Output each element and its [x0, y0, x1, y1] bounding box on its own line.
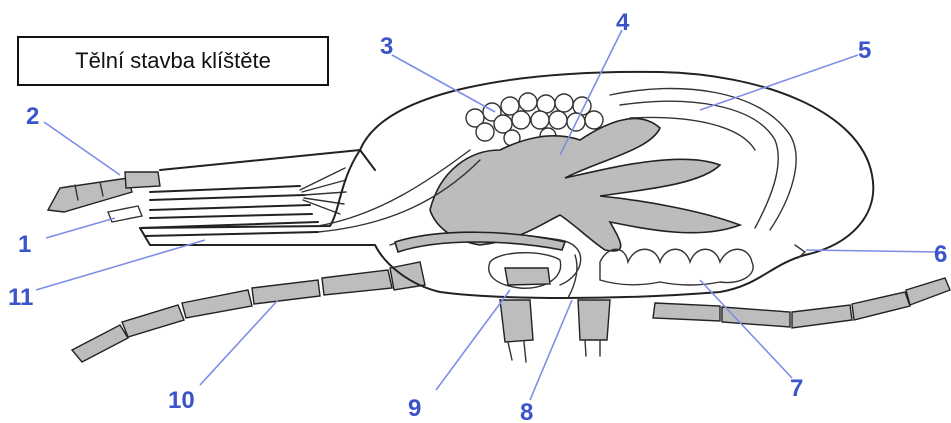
label-1: 1	[18, 231, 31, 258]
ovary	[600, 249, 753, 285]
midgut	[430, 119, 740, 251]
label-10: 10	[168, 387, 195, 414]
label-2: 2	[26, 103, 39, 130]
label-3: 3	[380, 33, 393, 60]
diagram-title: Tělní stavba klíštěte	[17, 36, 329, 86]
label-5: 5	[858, 37, 871, 64]
label-9: 9	[408, 395, 421, 422]
label-4: 4	[616, 9, 630, 36]
label-6: 6	[934, 241, 947, 268]
label-7: 7	[790, 375, 803, 402]
label-8: 8	[520, 399, 533, 423]
label-11: 11	[8, 284, 33, 311]
